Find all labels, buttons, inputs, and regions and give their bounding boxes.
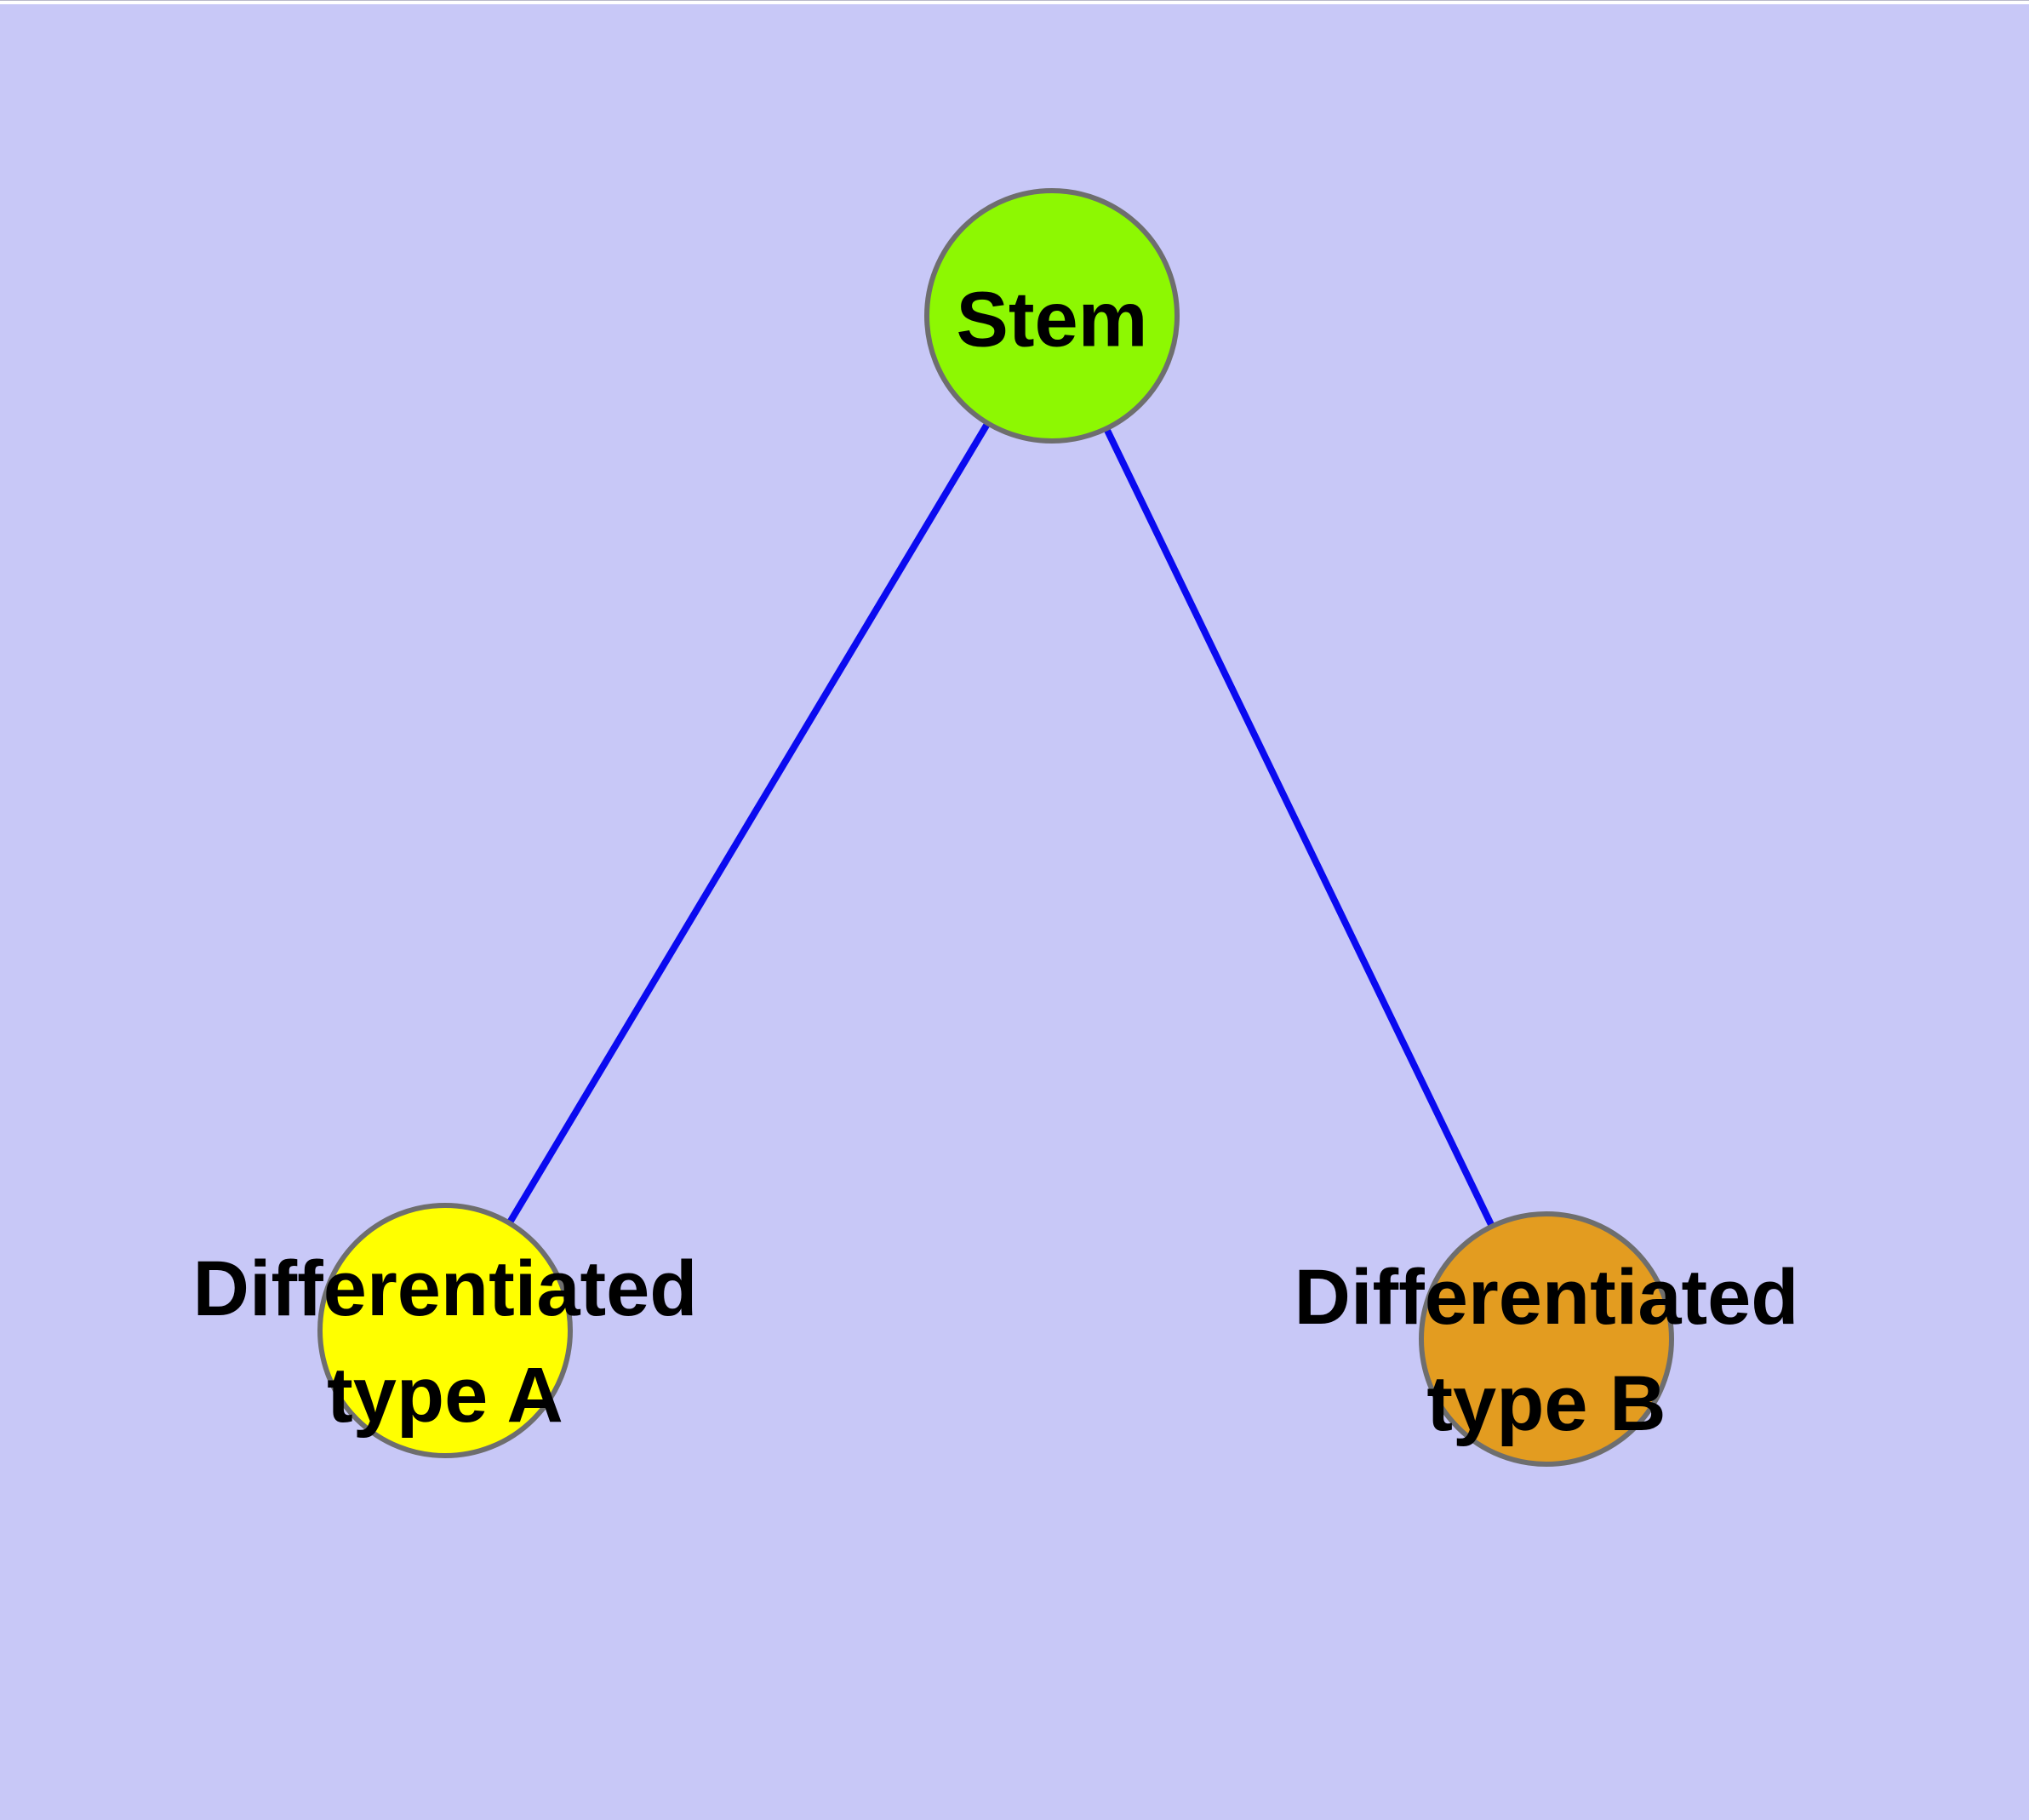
node-differentiated-type-a-label: Differentiated type A: [193, 1236, 698, 1449]
top-edge-strip: [0, 0, 2029, 4]
node-differentiated-type-b-label-line2: type B: [1426, 1360, 1666, 1447]
edge-stem-to-type-b: [1049, 314, 1550, 1341]
node-differentiated-type-b-label-line1: Differentiated: [1294, 1254, 1799, 1341]
edge-stem-to-type-a: [442, 313, 1055, 1333]
node-stem-label: Stem: [957, 267, 1148, 374]
node-stem: Stem: [924, 188, 1180, 444]
node-differentiated-type-a: Differentiated type A: [193, 1203, 697, 1458]
node-differentiated-type-b: Differentiated type B: [1295, 1211, 1798, 1467]
node-stem-label-line1: Stem: [956, 276, 1148, 363]
node-differentiated-type-b-label: Differentiated type B: [1295, 1245, 1799, 1457]
node-differentiated-type-a-label-line2: type A: [327, 1352, 563, 1439]
node-differentiated-type-a-label-line1: Differentiated: [192, 1245, 698, 1332]
